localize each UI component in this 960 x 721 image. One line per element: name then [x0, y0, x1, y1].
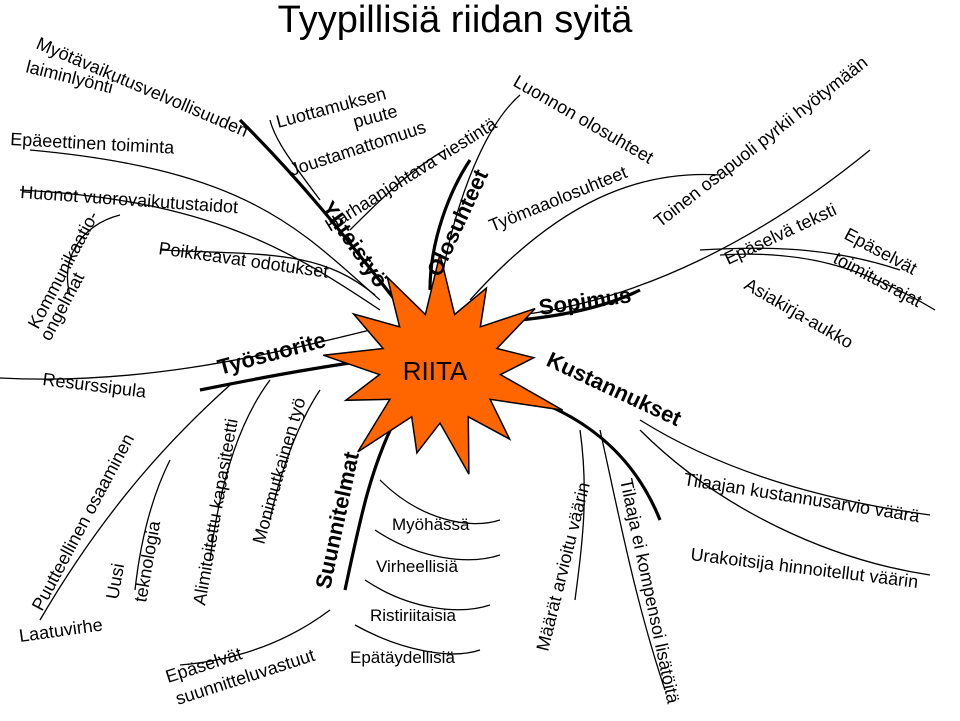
- leaf-ristiriitaisia: Ristiriitaisia: [370, 606, 457, 625]
- leaf-resurssipula: Resurssipula: [42, 369, 149, 402]
- leaf-epaselva-teksti: Epäselvä teksti: [721, 199, 839, 268]
- leaf-alimitoitettu: Alimitoitettu kapasiteetti: [189, 417, 242, 607]
- leaf-huonot: Huonot vuorovaikutustaidot: [20, 182, 239, 217]
- leaf-teknologia: teknologia: [130, 518, 164, 603]
- center-starburst: RIITA: [323, 253, 564, 475]
- center-label: RIITA: [403, 356, 468, 386]
- leaf-poikkeavat: Poikkeavat odotukset: [157, 238, 329, 282]
- branch-sopimus: Sopimus: [537, 282, 632, 320]
- leaf-laatuvirhe: Laatuvirhe: [18, 614, 104, 646]
- leaf-myohassa: Myöhässä: [392, 515, 470, 534]
- leaf-luonnon: Luonnon olosuhteet: [510, 71, 657, 167]
- leaf-epataydellisia: Epätäydellisiä: [350, 648, 455, 667]
- leaf-toinen: Toinen osapuoli pyrkii hyötymään: [650, 52, 871, 231]
- leaf-uusi-1: Uusi: [102, 562, 128, 601]
- leaf-tilaaja-ei: Tilaaja ei kompensoi lisätöitä: [616, 477, 683, 707]
- leaf-epaeettinen: Epäeettinen toiminta: [10, 129, 176, 158]
- leaf-myotavaikutus-1: Myötävaikutusvelvollisuuden: [33, 33, 251, 141]
- connector-lines: [0, 94, 936, 691]
- leaf-tilaajan: Tilaajan kustannusarvio väärä: [682, 469, 922, 526]
- page-title: Tyypillisiä riidan syitä: [278, 0, 634, 41]
- branch-kustannukset: Kustannukset: [543, 347, 686, 431]
- branch-tyosuorite: Työsuorite: [215, 327, 329, 380]
- leaf-asiakirja: Asiakirja-aukko: [741, 274, 857, 352]
- leaf-monimutkainen: Monimutkainen työ: [249, 395, 310, 546]
- leaf-virheellisia: Virheellisiä: [376, 557, 458, 576]
- riita-star: [323, 253, 564, 475]
- branch-suunnitelmat: Suunnitelmat: [310, 449, 364, 591]
- leaf-maarat: Määrät arvioitu väärin: [532, 480, 593, 653]
- leaf-tyomaa: Työmaaolosuhteet: [486, 162, 630, 236]
- leaf-urakoitsija: Urakoitsija hinnoitellut väärin: [690, 544, 920, 592]
